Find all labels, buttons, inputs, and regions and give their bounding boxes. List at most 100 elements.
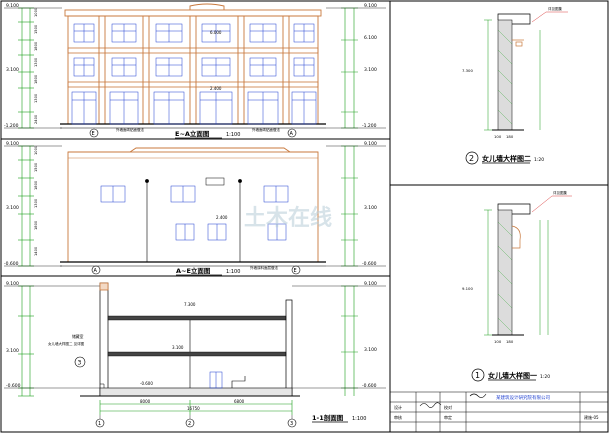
- svg-text:A~E立面图: A~E立面图: [176, 266, 211, 275]
- section-elev-roof: 7.300: [184, 302, 196, 307]
- detail-2-scale: 1:20: [534, 157, 544, 163]
- front-elevation: 9.100 3.100 -1.200 1000 1500 1800 1300 1…: [4, 3, 386, 139]
- section-dim-0: 8000: [140, 399, 151, 404]
- rear-building: [60, 147, 326, 267]
- rear-dim-chain-left: [18, 145, 34, 267]
- rear-elev-ground: -0.600: [4, 261, 19, 267]
- front-dim-2: 1800: [34, 41, 38, 51]
- watermark: 土木在线: [244, 205, 332, 231]
- front-dim-chain-right: [341, 7, 358, 129]
- detail-2: 详见图集 7.300 100 180 2 女儿墙大样图二 1:20: [462, 6, 568, 165]
- rear-elev-mid: 3.100: [6, 205, 19, 211]
- rear-dim-4: 1800: [34, 220, 38, 230]
- front-dim-1: 1500: [34, 24, 38, 34]
- detail-1-hatch: [497, 221, 513, 333]
- section-axis-1: 1: [95, 415, 105, 428]
- front-note-left: 外墙面砖贴面做法: [116, 127, 144, 132]
- rear-dim-0: 1000: [34, 145, 38, 155]
- section-elev-first-r: 3.100: [364, 347, 377, 353]
- front-elev-ground: -1.200: [4, 123, 19, 129]
- detail-2-hatch: [497, 29, 513, 125]
- detail-1-dim-a: 100: [494, 339, 502, 344]
- svg-text:1-1剖面图: 1-1剖面图: [312, 413, 344, 422]
- front-windows-mid: [73, 57, 315, 77]
- section-center-elev: 3.100: [172, 345, 184, 350]
- rear-dim-2: 1800: [34, 180, 38, 190]
- front-dim-3: 1300: [34, 57, 38, 67]
- svg-text:1:100: 1:100: [226, 132, 240, 138]
- svg-text:3: 3: [78, 360, 82, 367]
- front-elev-first-r: 3.100: [364, 67, 377, 73]
- rear-elevation: 9.100 3.100 -0.600 1000 1500 1800 1300 1…: [4, 141, 386, 276]
- detail-1-elev: 9.100: [462, 286, 473, 291]
- front-dim-6: 2400: [34, 114, 38, 124]
- svg-text:E: E: [294, 268, 297, 274]
- svg-text:A: A: [94, 268, 98, 274]
- rear-axis-A: A: [91, 265, 101, 275]
- signature-2: [469, 393, 487, 398]
- svg-text:1:100: 1:100: [226, 269, 240, 275]
- front-elev-first: 3.100: [6, 67, 19, 73]
- title-block-drawing-no: 建施-05: [584, 414, 599, 420]
- section-axis-3: 3: [287, 415, 297, 428]
- detail-2-dim-a: 100: [494, 134, 502, 139]
- svg-text:3: 3: [290, 421, 293, 427]
- front-windows-top: [73, 23, 315, 43]
- section-dim-1: 6800: [234, 399, 245, 404]
- detail-2-callout: 2: [465, 151, 479, 165]
- detail-1-scale: 1:20: [540, 374, 550, 380]
- front-dim-4: 1800: [34, 74, 38, 84]
- detail-1: 详见图集 9.100 100 180 1 女儿墙大样图一 1:20: [462, 190, 572, 382]
- svg-text:1: 1: [475, 371, 480, 380]
- section-elev-top-r: 9.100: [364, 281, 377, 287]
- rear-elev-top: 9.100: [6, 141, 19, 147]
- front-axis-A: A: [287, 128, 297, 138]
- front-elev-top: 9.100: [6, 3, 19, 9]
- front-elev-mid-r: 6.100: [364, 35, 377, 41]
- signature-1: [419, 402, 442, 408]
- section-elev-ground: -0.600: [6, 383, 21, 389]
- svg-text:1: 1: [98, 421, 101, 427]
- front-building: [60, 3, 326, 129]
- rear-center-elev: 2.400: [216, 215, 228, 220]
- front-center-elev2: 2.400: [210, 86, 222, 91]
- detail-1-title: 女儿墙大样图一: [488, 371, 537, 380]
- section-elev-ground-r: -0.600: [362, 383, 377, 389]
- rear-elev-ground-r: -0.600: [362, 261, 377, 267]
- rear-elevation-title: A~E立面图 1:100: [176, 266, 240, 276]
- front-elevation-title: E~A立面图 1:100: [175, 129, 240, 139]
- rear-note-bottom: 外墙涂料面层做法: [250, 265, 278, 270]
- section-title: 1-1剖面图 1:100: [312, 413, 366, 423]
- rear-dim-1: 1500: [34, 162, 38, 172]
- svg-text:E: E: [92, 131, 95, 137]
- rear-dim-5: 1400: [34, 246, 38, 256]
- rear-elev-mid-r: 3.100: [364, 205, 377, 211]
- section-elev-top: 9.100: [6, 281, 19, 287]
- detail-2-dim-b: 180: [506, 134, 514, 139]
- detail-2-note: 详见图集: [548, 6, 562, 11]
- section-view: 9.100 3.100 -0.600 7.300 3.100 -0.600 储: [4, 281, 386, 428]
- rear-dim-chain-right: [341, 145, 358, 267]
- front-center-elev: 6.000: [210, 30, 222, 35]
- svg-text:A: A: [290, 131, 294, 137]
- title-block-r2c2: 审定: [444, 414, 452, 420]
- title-block-r2c1: 审核: [394, 414, 402, 420]
- section-structure: [80, 282, 300, 397]
- front-axis-E: E: [89, 128, 99, 138]
- detail-1-dim-b: 180: [506, 339, 514, 344]
- section-axis-2: 2: [185, 415, 195, 428]
- title-block-r1c1: 设计: [394, 404, 402, 410]
- detail-1-callout: 1: [471, 368, 485, 382]
- front-shopfronts: [71, 91, 317, 125]
- section-dim-chain-left: [18, 285, 34, 397]
- section-dim-total: 16750: [187, 406, 200, 411]
- title-block-company: 某建筑设计研究院有限公司: [496, 394, 550, 401]
- rear-axis-E: E: [291, 265, 301, 275]
- detail-2-elev: 7.300: [462, 68, 473, 73]
- front-elev-ground-r: -1.200: [362, 123, 377, 129]
- section-elev-first: 3.100: [6, 348, 19, 354]
- title-block-r1c2: 校对: [444, 404, 452, 410]
- section-dim-bottom: [99, 400, 293, 415]
- section-room: 储藏室: [72, 334, 84, 339]
